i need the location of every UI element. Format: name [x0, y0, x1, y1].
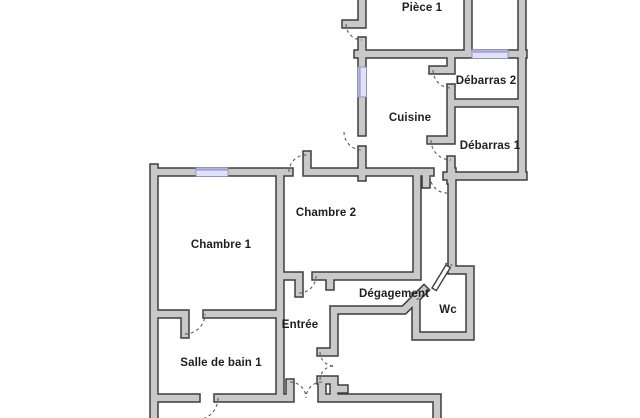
room-label-piece-1: Pièce 1	[402, 2, 443, 14]
room-label-salle-de-bain-1: Salle de bain 1	[180, 357, 262, 369]
room-label-entree: Entrée	[282, 319, 318, 331]
wc-door-leaf	[431, 264, 452, 292]
door-swing-arcs	[184, 23, 453, 418]
room-label-chambre-2: Chambre 2	[296, 207, 356, 219]
room-label-degagement: Dégagement	[359, 288, 429, 300]
window	[357, 66, 367, 98]
room-label-debarras-2: Débarras 2	[456, 75, 516, 87]
room-label-cuisine: Cuisine	[389, 112, 431, 124]
window	[471, 49, 509, 59]
windows-group	[195, 49, 509, 177]
room-label-debarras-1: Débarras 1	[460, 140, 521, 152]
room-labels: Pièce 1 Débarras 2 Cuisine Débarras 1 Ch…	[180, 2, 520, 369]
walls-fill	[150, 0, 527, 418]
room-label-wc: Wc	[439, 304, 457, 316]
room-label-chambre-1: Chambre 1	[191, 239, 252, 251]
window	[195, 167, 229, 177]
